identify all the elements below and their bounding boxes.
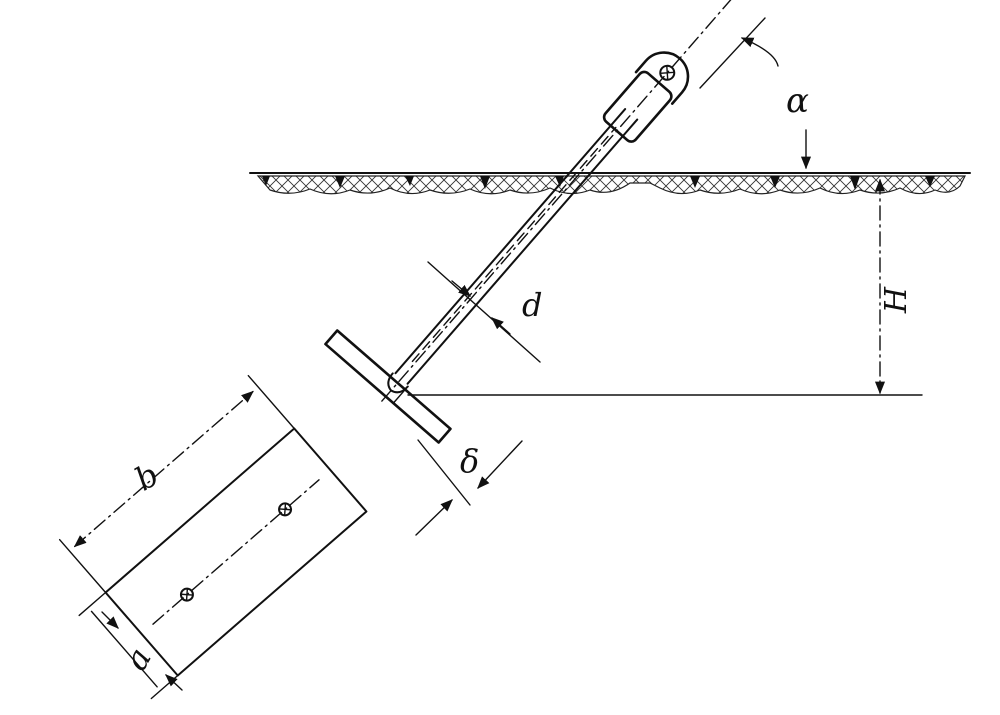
bolt-hole (278, 502, 293, 517)
diameter-label: d (522, 286, 542, 324)
anchor-rod (381, 0, 737, 402)
ground-surface (249, 172, 971, 195)
diameter-dimension: d (427, 261, 542, 363)
width-label: b (128, 455, 165, 498)
bolt-hole (179, 587, 194, 602)
anchor-plate (324, 329, 452, 444)
angle-label: α (786, 81, 809, 121)
depth-dimension: H (407, 178, 923, 396)
plate-plan-view (58, 374, 368, 700)
depth-label: H (879, 286, 914, 314)
thickness-label: δ (460, 442, 479, 480)
angle-dimension: α (699, 17, 812, 170)
thickness-dimension: δ (415, 439, 523, 536)
